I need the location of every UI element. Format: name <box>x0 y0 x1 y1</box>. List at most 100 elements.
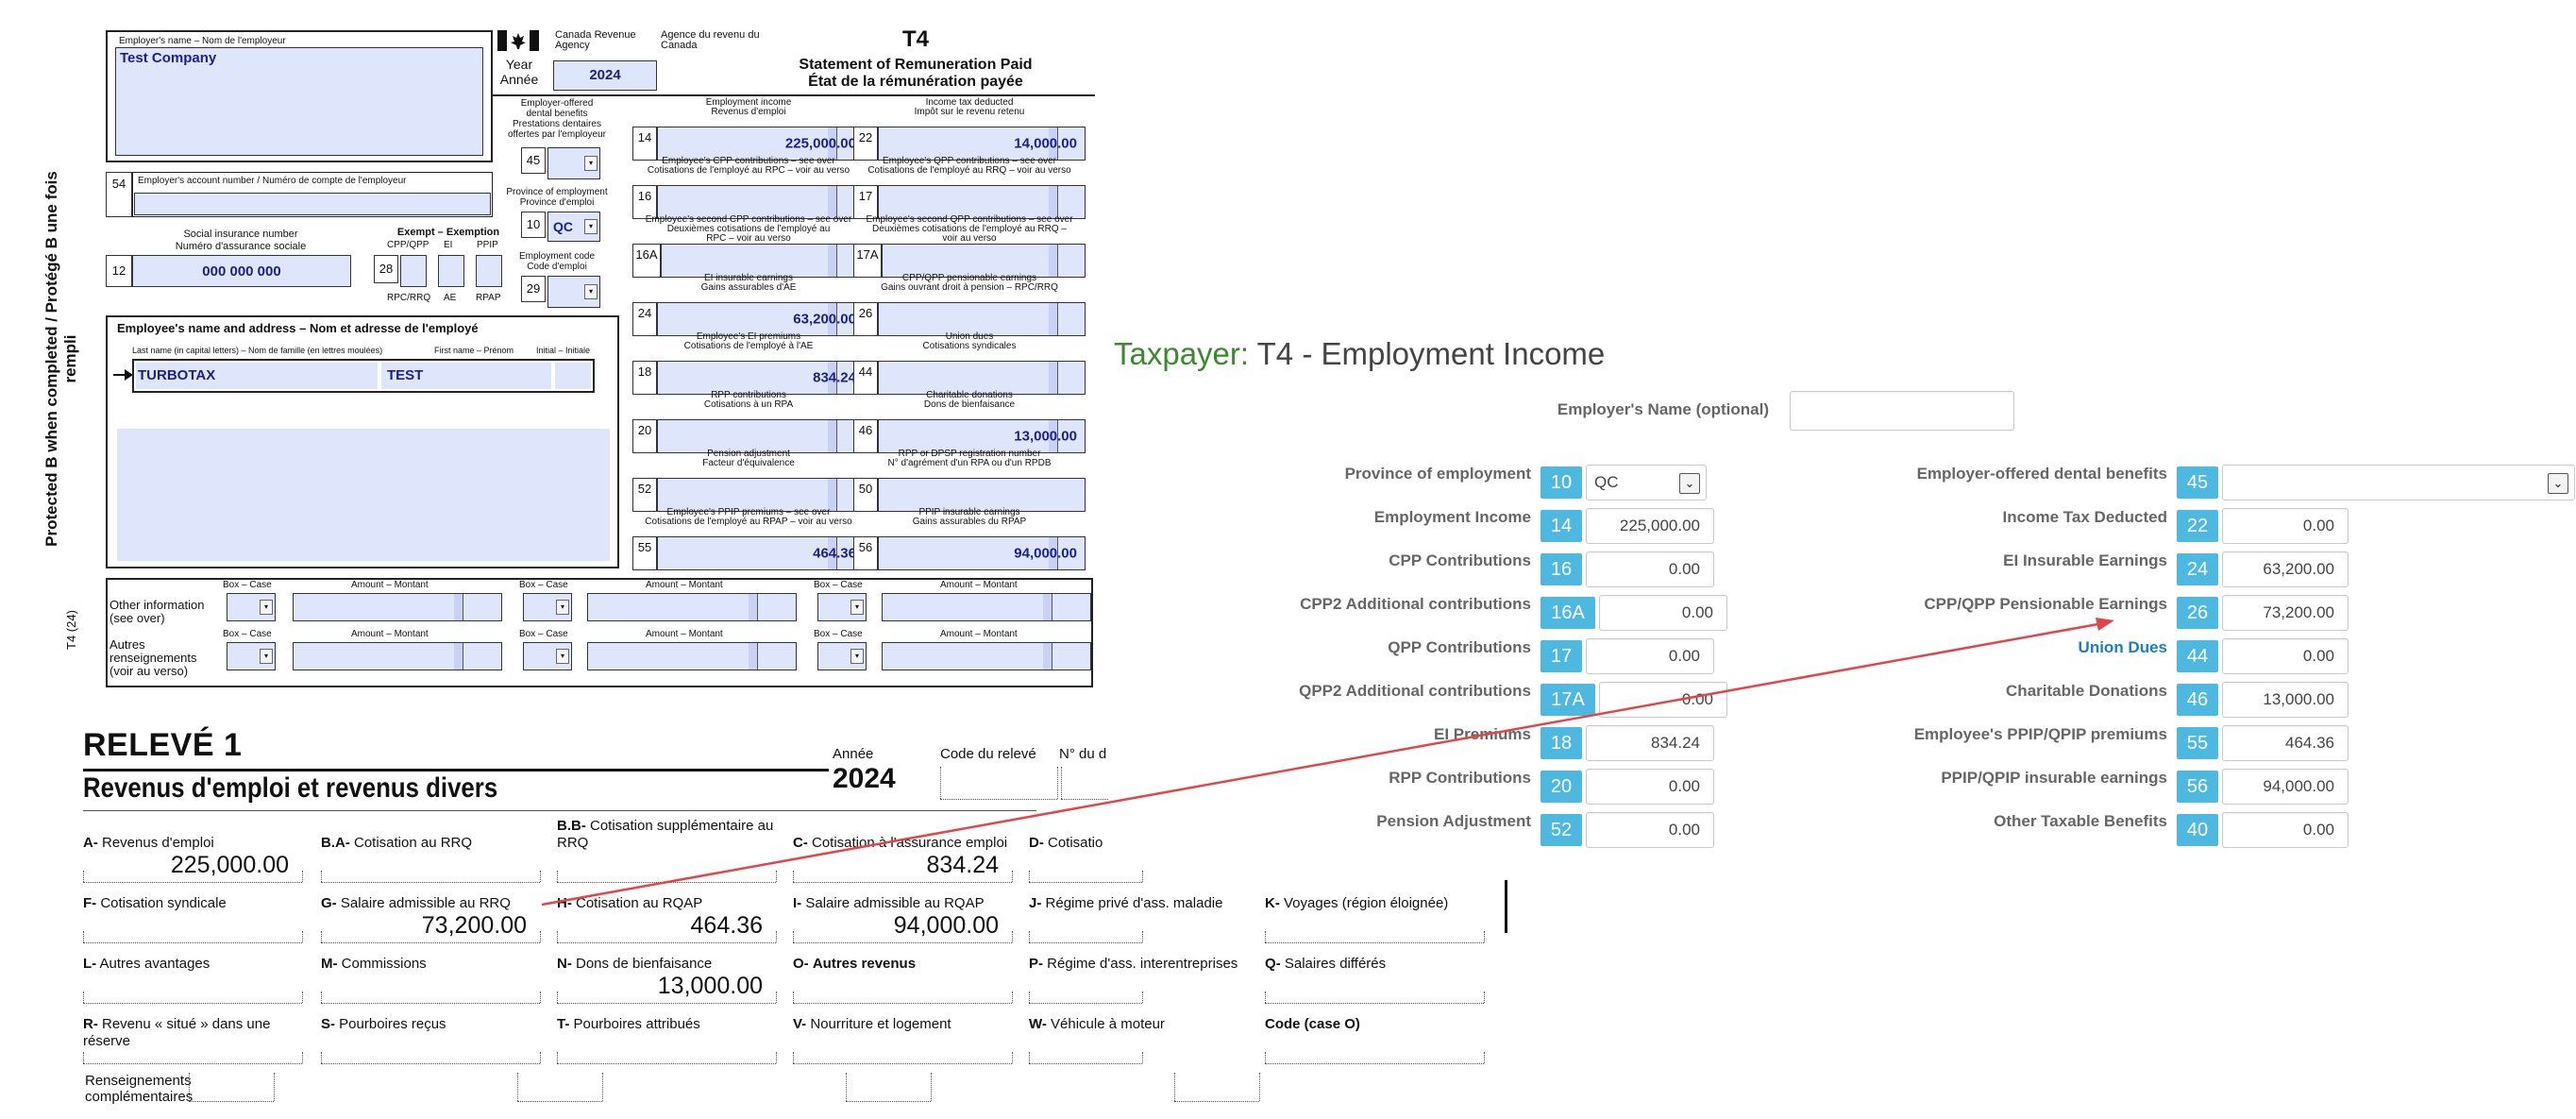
employment-income-input[interactable]: 225,000.00 <box>1586 508 1714 544</box>
box-50-label-line: RPP or DPSP registration number <box>898 449 1041 459</box>
ppip-qpip-insurable-earnings-label: PPIP/QPIP insurable earnings <box>1941 769 2167 787</box>
qpp2-additional-contributions-input[interactable]: 0.00 <box>1599 682 1727 718</box>
releve-box-field[interactable] <box>1029 1031 1142 1063</box>
province-of-employment-select[interactable]: QC⌄ <box>1586 465 1707 500</box>
renseignements-field[interactable] <box>189 1101 274 1102</box>
box-52-label-line: Pension adjustment <box>707 449 790 459</box>
employer-name-frame <box>106 30 493 162</box>
releve-box-field[interactable] <box>83 971 302 1003</box>
releve-box-text: Autres revenus <box>812 956 917 972</box>
other-info-amount-field[interactable] <box>587 593 797 621</box>
form-code: T4 <box>901 26 929 52</box>
other-taxable-benefits-input[interactable]: 0.00 <box>2222 812 2349 848</box>
box-18-field[interactable]: 834.24 <box>657 361 865 395</box>
union-dues-label[interactable]: Union Dues <box>2078 638 2167 656</box>
lastname-field[interactable]: TURBOTAX <box>136 363 378 389</box>
box-26-field[interactable] <box>878 302 1086 336</box>
other-info-box-select[interactable]: ▾ <box>817 642 867 670</box>
exempt-ei-field[interactable] <box>438 255 464 287</box>
qpp-contributions-input[interactable]: 0.00 <box>1586 638 1714 674</box>
renseignements-field[interactable] <box>517 1101 602 1102</box>
releve-box-code: I- <box>793 895 802 911</box>
releve-box-field[interactable] <box>1029 910 1142 942</box>
sin-field[interactable]: 000 000 000 <box>132 255 351 287</box>
box-20-field[interactable] <box>657 419 865 453</box>
ei-insurable-earnings-input[interactable]: 63,200.00 <box>2222 551 2349 587</box>
employer-name-field[interactable]: Test Company <box>115 47 483 156</box>
cpp2-additional-contributions-input[interactable]: 0.00 <box>1599 595 1727 631</box>
box-50-field[interactable] <box>878 478 1086 512</box>
other-info-box-select[interactable]: ▾ <box>817 593 867 621</box>
box-22-field[interactable]: 14,000.00 <box>878 127 1086 161</box>
renseignements-field[interactable] <box>1174 1101 1259 1102</box>
releve-box-field[interactable] <box>1265 910 1484 942</box>
releve-field-tick <box>540 871 541 882</box>
income-tax-deducted-input[interactable]: 0.00 <box>2222 508 2349 544</box>
exempt-cpp-field[interactable] <box>400 255 427 287</box>
releve-box-field[interactable] <box>1029 850 1142 882</box>
releve-box-field[interactable] <box>321 850 540 882</box>
releve-box-field[interactable] <box>557 850 776 882</box>
renseignements-field[interactable] <box>846 1101 931 1102</box>
box-14-field[interactable]: 225,000.00 <box>657 127 865 161</box>
box-56-field[interactable]: 94,000.00 <box>878 536 1086 570</box>
releve-box-code: N- <box>557 956 572 972</box>
box-17A-field[interactable] <box>882 244 1086 278</box>
other-info-amount-field[interactable] <box>882 593 1091 621</box>
address-field[interactable] <box>117 429 610 561</box>
releve-box-field[interactable] <box>793 971 1012 1003</box>
releve-box-label: L- Autres avantages <box>83 956 314 973</box>
other-info-box-select[interactable]: ▾ <box>523 593 572 621</box>
other-info-amount-field[interactable] <box>293 593 502 621</box>
other-info-amount-field[interactable] <box>587 642 797 670</box>
releve-box-label: S- Pourboires reçus <box>321 1016 552 1033</box>
ei-premiums-input[interactable]: 834.24 <box>1586 725 1714 761</box>
box-44-field[interactable] <box>878 361 1086 395</box>
year-field[interactable]: 2024 <box>553 60 657 91</box>
charitable-donations-input[interactable]: 13,000.00 <box>2222 682 2349 718</box>
cpp-qpp-pensionable-earnings-input[interactable]: 73,200.00 <box>2222 595 2349 631</box>
empcode-select[interactable]: ▾ <box>547 276 600 308</box>
employer-name-optional-input[interactable] <box>1790 391 2014 431</box>
box-46-field[interactable]: 13,000.00 <box>878 419 1086 453</box>
province-select[interactable]: QC ▾ <box>547 212 600 242</box>
releve-box-field[interactable] <box>321 1031 540 1063</box>
exempt-ppip-field[interactable] <box>476 255 502 287</box>
other-info-box-select[interactable]: ▾ <box>227 593 276 621</box>
other-info-box-select[interactable]: ▾ <box>523 642 572 670</box>
employee-s-ppip-qpip-premiums-input[interactable]: 464.36 <box>2222 725 2349 761</box>
releve-box-field[interactable] <box>557 1031 776 1063</box>
releve-box-field[interactable] <box>1265 1031 1484 1063</box>
union-dues-input[interactable]: 0.00 <box>2222 638 2349 674</box>
other-info-box-select[interactable]: ▾ <box>227 642 276 670</box>
initial-field[interactable] <box>555 363 591 389</box>
other-info-amount-field[interactable] <box>882 642 1091 670</box>
box-16A-field[interactable] <box>661 244 865 278</box>
other-info-amount-field[interactable] <box>293 642 502 670</box>
releve-box-field[interactable] <box>321 971 540 1003</box>
releve-box-field[interactable] <box>793 1031 1012 1063</box>
releve-box-field[interactable] <box>1265 971 1484 1003</box>
box-52-field[interactable] <box>657 478 865 512</box>
releve-box-text: Salaire admissible au RQAP <box>805 895 985 911</box>
box-17-field[interactable] <box>878 185 1086 219</box>
releve-box-field[interactable] <box>83 1031 302 1063</box>
releve-box-code: W- <box>1029 1016 1047 1032</box>
box-55-label-line: Cotisations de l'employé au RPAP – voir … <box>645 517 852 527</box>
firstname-field[interactable]: TEST <box>381 363 551 389</box>
releve-box-field[interactable] <box>83 910 302 942</box>
box-54-field[interactable] <box>134 193 491 215</box>
employer-offered-dental-benefits-select[interactable]: ⌄ <box>2222 465 2575 500</box>
ppip-qpip-insurable-earnings-input[interactable]: 94,000.00 <box>2222 769 2349 805</box>
box-16-field[interactable] <box>657 185 865 219</box>
province-value: QC <box>553 219 573 234</box>
amount-montant-label: Amount – Montant <box>940 580 1018 590</box>
cpp-contributions-input[interactable]: 0.00 <box>1586 551 1714 587</box>
box-55-field[interactable]: 464.36 <box>657 536 865 570</box>
rpp-contributions-input[interactable]: 0.00 <box>1586 769 1714 805</box>
releve-box-field[interactable] <box>1029 971 1142 1003</box>
dental-select[interactable]: ▾ <box>547 147 600 179</box>
pension-adjustment-input[interactable]: 0.00 <box>1586 812 1714 848</box>
exempt-col-ei: EI <box>444 240 453 250</box>
